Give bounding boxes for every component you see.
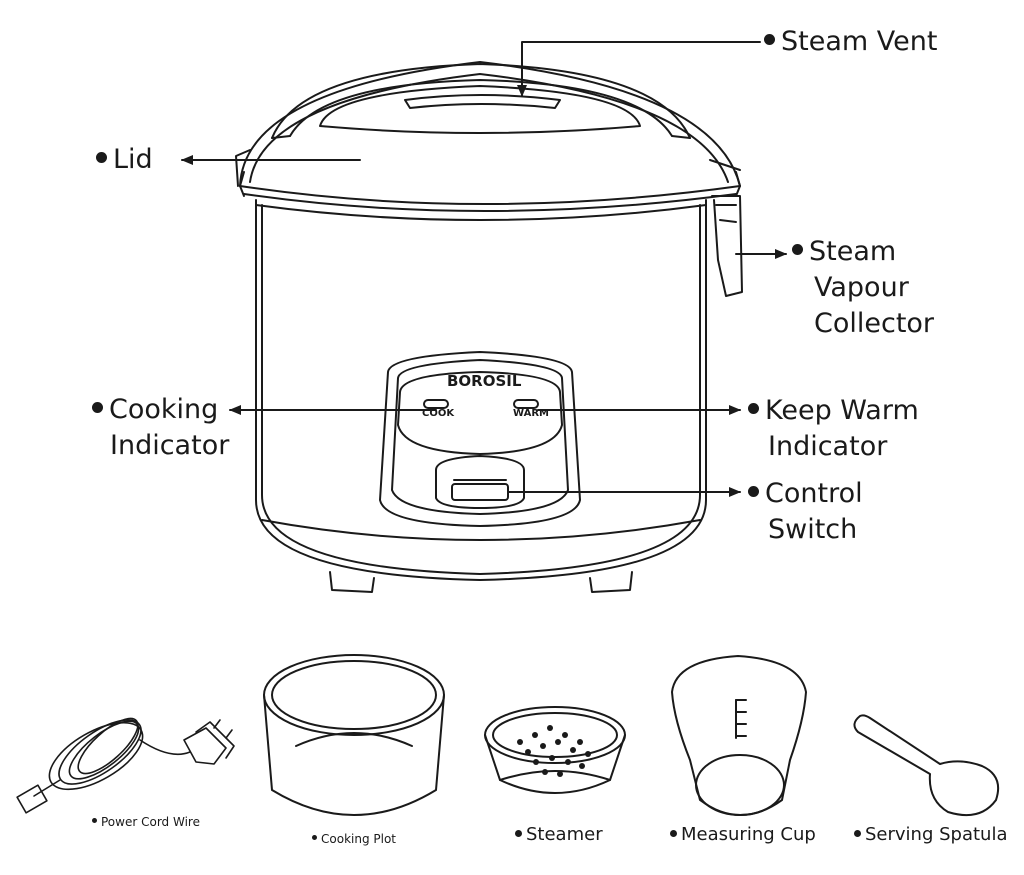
bullet-icon [312, 835, 317, 840]
brand-logo-text: BOROSIL [447, 372, 522, 390]
cooking-pot-drawing [263, 654, 445, 816]
caption-serving-spatula: Serving Spatula [854, 824, 1008, 845]
serving-spatula-drawing [853, 714, 1000, 816]
cook-indicator-text: COOK [422, 408, 455, 419]
bullet-icon [670, 829, 677, 837]
label-lid: Lid [96, 142, 153, 178]
bullet-icon [764, 34, 775, 45]
caption-cooking-plot: Cooking Plot [312, 832, 396, 846]
lid-drawing [235, 61, 741, 212]
label-steam-vapour-collector: Steam Vapour Collector [792, 234, 934, 342]
warm-indicator-text: WARM [513, 408, 549, 419]
label-control-switch: Control Switch [748, 476, 863, 548]
bullet-icon [748, 403, 759, 414]
steam-vapour-collector-drawing [711, 195, 743, 297]
pointer-arrows [181, 41, 787, 497]
steamer-drawing [484, 706, 626, 794]
caption-measuring-cup: Measuring Cup [670, 824, 816, 845]
label-steam-vent: Steam Vent [764, 24, 937, 60]
measuring-cup-drawing [671, 655, 807, 816]
cooker-body [255, 199, 707, 593]
power-cord-drawing [16, 717, 235, 814]
label-cooking-indicator: Cooking Indicator [92, 392, 229, 464]
bullet-icon [854, 829, 861, 837]
label-keep-warm-indicator: Keep Warm Indicator [748, 393, 919, 465]
bullet-icon [748, 486, 759, 497]
bullet-icon [92, 818, 97, 823]
bullet-icon [96, 152, 107, 163]
bullet-icon [515, 829, 522, 837]
caption-steamer: Steamer [515, 824, 603, 845]
bullet-icon [792, 244, 803, 255]
steamer-holes [517, 725, 591, 777]
caption-power-cord-wire: Power Cord Wire [92, 815, 200, 829]
bullet-icon [92, 402, 103, 413]
